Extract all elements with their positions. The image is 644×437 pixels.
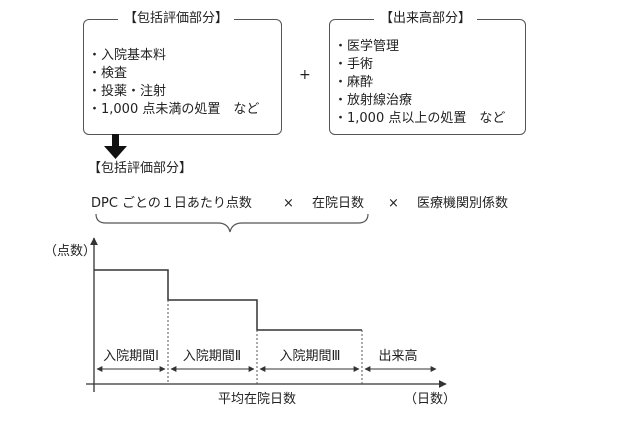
formula-term-coefficient: 医療機関別係数 xyxy=(417,196,509,211)
list-item: ・1,000 点以上の処置 など xyxy=(334,111,506,126)
list-item: ・検査 xyxy=(88,66,128,81)
period-label-1: 入院期間Ⅰ xyxy=(103,349,159,364)
formula-multiply-2: × xyxy=(388,196,399,211)
x-axis-unit: （日数） xyxy=(404,392,456,407)
plus-sign: + xyxy=(299,67,311,83)
curly-brace xyxy=(95,213,369,233)
period-label-fee: 出来高 xyxy=(378,348,417,364)
list-item: ・入院基本料 xyxy=(88,48,167,63)
fee-for-service-box: 【出来高部分】 ・医学管理 ・手術 ・麻酔 ・放射線治療 ・1,000 点以上の… xyxy=(329,10,526,135)
list-item: ・放射線治療 xyxy=(334,93,413,108)
bundled-heading: 【包括評価部分】 xyxy=(88,161,193,176)
list-item: ・投薬・注射 xyxy=(88,84,167,99)
fee-items-list: ・医学管理 ・手術 ・麻酔 ・放射線治療 ・1,000 点以上の処置 など xyxy=(334,38,505,128)
bundled-items-box: 【包括評価部分】 ・入院基本料 ・検査 ・投薬・注射 ・1,000 点未満の処置… xyxy=(83,10,282,135)
formula-term-days: 在院日数 xyxy=(312,196,365,211)
list-item: ・1,000 点未満の処置 など xyxy=(88,102,260,117)
list-item: ・麻酔 xyxy=(334,75,374,90)
period-label-3: 入院期間Ⅲ xyxy=(280,349,341,364)
formula-multiply-1: × xyxy=(283,196,294,211)
period-label-2: 入院期間Ⅱ xyxy=(183,349,241,364)
list-item: ・医学管理 xyxy=(334,39,400,54)
down-arrow-icon xyxy=(104,134,127,159)
x-axis-label: 平均在院日数 xyxy=(218,392,296,407)
bundled-items-list: ・入院基本料 ・検査 ・投薬・注射 ・1,000 点未満の処置 など xyxy=(88,47,259,119)
fee-box-title: 【出来高部分】 xyxy=(374,10,478,28)
formula-term-daily-points: DPC ごとの１日あたり点数 xyxy=(91,196,252,211)
list-item: ・手術 xyxy=(334,57,374,72)
y-axis-label: （点数） xyxy=(44,244,96,259)
points-step-line xyxy=(94,269,362,331)
bundled-box-title: 【包括評価部分】 xyxy=(118,10,235,28)
